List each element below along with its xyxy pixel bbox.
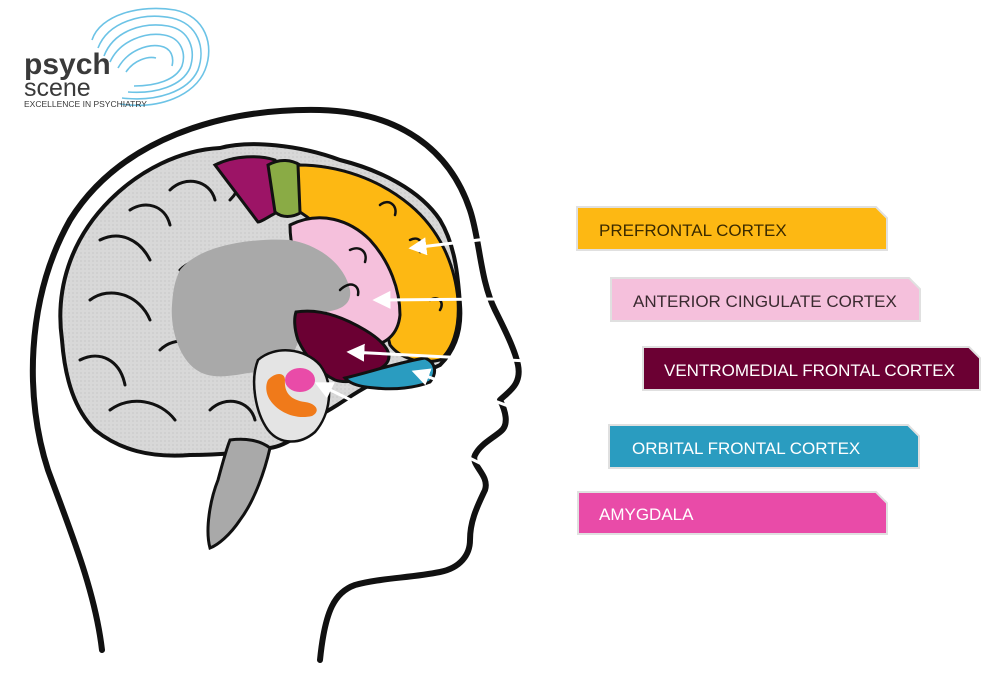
label-orbital-frontal: ORBITAL FRONTAL CORTEX [608, 424, 920, 469]
logo-psych-text: psych [24, 48, 111, 81]
psych-scene-logo: psych scene EXCELLENCE IN PSYCHIATRY [24, 7, 210, 109]
arrow-prefrontal [408, 226, 580, 256]
arrow-amygdala [314, 382, 582, 514]
hippocampus-region [266, 374, 317, 418]
label-text-ventromedial: VENTROMEDIAL FRONTAL CORTEX [664, 361, 955, 380]
arrow-anterior-cingulate [372, 290, 614, 309]
label-ventromedial: VENTROMEDIAL FRONTAL CORTEX [642, 346, 981, 391]
logo-scene-text: scene [24, 74, 91, 102]
pointer-arrows [314, 226, 647, 514]
label-prefrontal: PREFRONTAL CORTEX [576, 206, 888, 251]
label-anterior-cingulate: ANTERIOR CINGULATE CORTEX [610, 277, 921, 322]
label-text-amygdala: AMYGDALA [599, 505, 694, 524]
temporal-lobe-region [252, 349, 331, 443]
head-outline [29, 106, 522, 663]
label-box-ventromedial [642, 346, 981, 391]
label-text-prefrontal: PREFRONTAL CORTEX [599, 221, 787, 240]
arrow-origin-dots [574, 224, 649, 516]
logo-tagline: EXCELLENCE IN PSYCHIATRY [24, 99, 147, 109]
arrow-ventromedial [346, 343, 647, 369]
amygdala-region [285, 368, 315, 392]
limbic-inner-region [171, 239, 351, 377]
magenta-region [212, 155, 284, 224]
label-amygdala: AMYGDALA [577, 491, 888, 535]
label-box-anterior-cingulate [610, 277, 921, 322]
label-box-orbital-frontal [608, 424, 920, 469]
label-box-prefrontal [576, 206, 888, 251]
logo-swirl-icon [91, 7, 210, 107]
label-text-anterior-cingulate: ANTERIOR CINGULATE CORTEX [633, 292, 897, 311]
label-box-amygdala [577, 491, 888, 535]
label-text-orbital-frontal: ORBITAL FRONTAL CORTEX [632, 439, 860, 458]
arrow-orbital-frontal [411, 368, 612, 445]
brainstem [206, 437, 272, 550]
